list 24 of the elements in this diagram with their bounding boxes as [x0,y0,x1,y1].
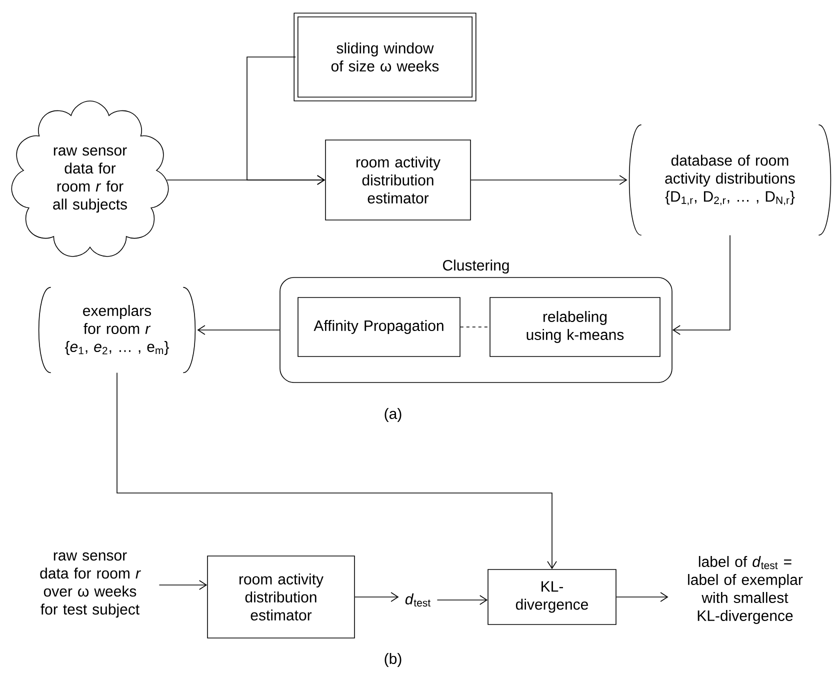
arrow [672,234,730,335]
process-box: room activity distribution estimator [207,556,355,638]
node-label: Clustering [443,260,509,274]
database-set: database of room activity distributions {D$_{1,r}$, D$_{2,r}$, … , D$_{N,r}$} [628,124,832,236]
arrow [116,372,557,570]
input-text: raw sensor data for room r over ω weeks for test subject [40,552,141,618]
arrow [354,592,399,602]
arrow [197,325,280,335]
panel-label: (b) [384,653,402,667]
process-box: relabeling using k-means [490,297,660,357]
arrow [246,56,326,185]
sensor-data-cloud: raw sensor data for room r for all subjects [11,100,169,257]
output-variable: d$_{test}$ [405,593,430,607]
process-box: Affinity Propagation [298,297,460,357]
arrow [616,592,668,602]
panel-label: (a) [384,408,402,422]
process-box: room activity distribution estimator [325,140,471,220]
arrow [470,175,628,185]
result-text: label of d$_{test}$ = label of exemplar with smallest KL-divergence [688,556,803,624]
exemplar-set: exemplars for room r {e$_{1}$, e$_{2}$, … , e$_{m}$} [38,286,196,374]
arrow [158,580,208,590]
arrow [436,595,488,605]
process-box: KL-divergence [488,569,616,625]
window-box: sliding window of size ω weeks [294,12,476,102]
